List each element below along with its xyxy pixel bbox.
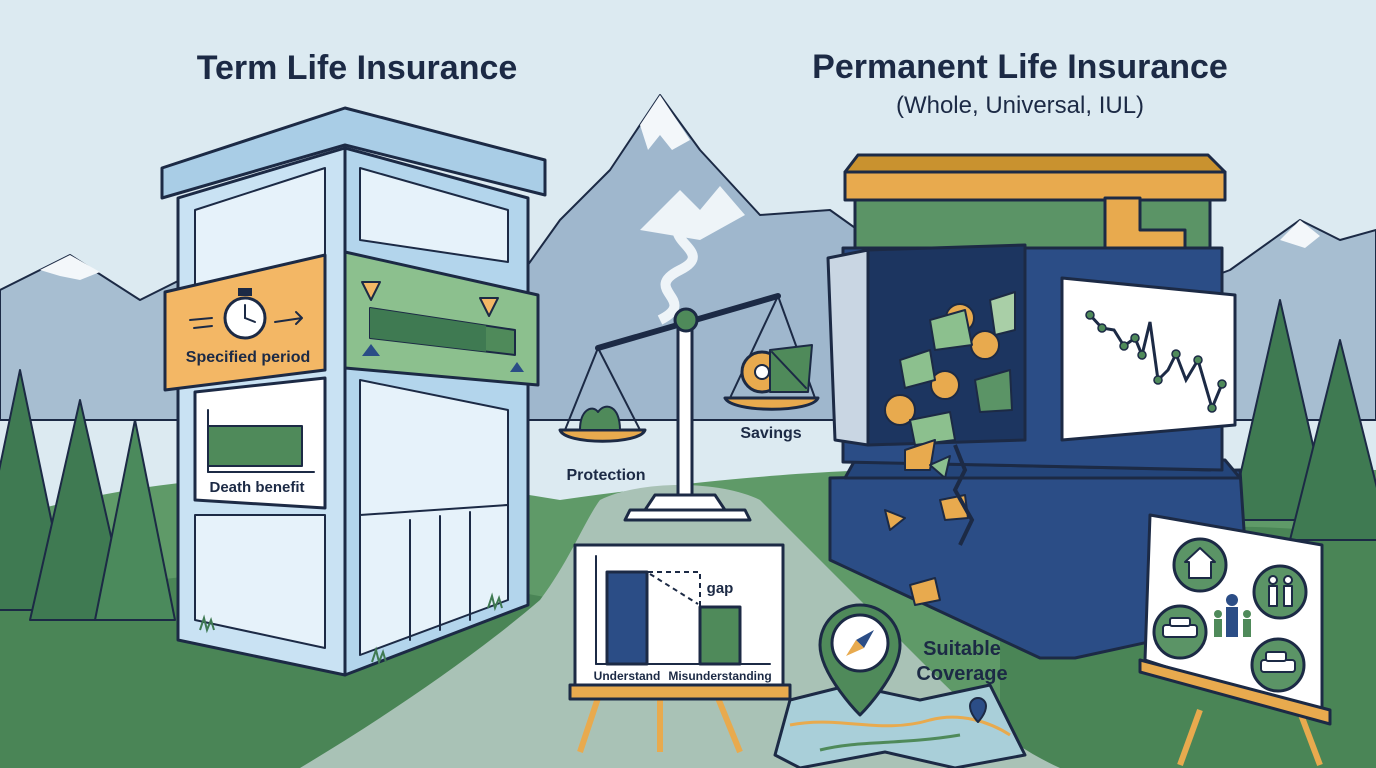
timeline-end-marker <box>479 297 499 317</box>
understand-bar <box>605 570 649 666</box>
volatility-chart-panel <box>1060 276 1237 442</box>
balance-scale: Protection Savings <box>558 293 820 522</box>
timeline-progress <box>370 308 486 352</box>
volatility-points <box>1085 310 1227 413</box>
people-icon <box>1214 594 1251 637</box>
gap-chart-easel: gap Understand Misunderstanding <box>568 543 792 754</box>
gap-bracket <box>648 571 701 606</box>
stopwatch-icon <box>189 288 303 340</box>
protection-label: Protection <box>566 467 645 484</box>
protection-pan <box>558 428 647 443</box>
misunderstanding-label: Misunderstanding <box>668 669 771 683</box>
trees-left <box>0 369 176 621</box>
misunderstanding-bar <box>698 605 742 666</box>
car-icon <box>1152 604 1208 660</box>
compass-pin-icon <box>818 603 902 717</box>
suitable-label: Suitable <box>923 638 1001 660</box>
timeline-end-anchor <box>510 362 524 372</box>
suv-icon <box>1250 637 1306 693</box>
trees-right <box>1229 299 1376 541</box>
gear-savings-icon <box>740 344 813 394</box>
death-benefit-label: Death benefit <box>209 479 304 496</box>
period-banner-label: Specified period <box>186 349 310 366</box>
savings-pan <box>723 396 820 411</box>
left-title: Term Life Insurance <box>197 49 518 87</box>
vault-door <box>826 248 870 447</box>
timeline-start-marker <box>361 281 381 301</box>
map-pin-icon <box>969 697 987 723</box>
right-title: Permanent Life Insurance <box>812 48 1228 86</box>
grass-tufts <box>199 592 503 666</box>
coverage-label: Coverage <box>916 663 1007 685</box>
savings-label: Savings <box>740 425 801 442</box>
timeline-start-anchor <box>362 344 380 356</box>
vault-crack <box>952 444 975 546</box>
right-subtitle: (Whole, Universal, IUL) <box>896 92 1144 119</box>
family-icon <box>1252 564 1308 620</box>
understand-label: Understand <box>594 669 661 683</box>
gap-label: gap <box>707 580 734 597</box>
map-icon <box>773 683 1027 768</box>
family-needs-easel <box>1138 513 1332 767</box>
term-life-building: Specified period Death benefit <box>160 106 547 677</box>
house-icon <box>1172 537 1228 593</box>
death-benefit-bar <box>207 425 303 467</box>
permanent-life-vault <box>826 153 1252 660</box>
